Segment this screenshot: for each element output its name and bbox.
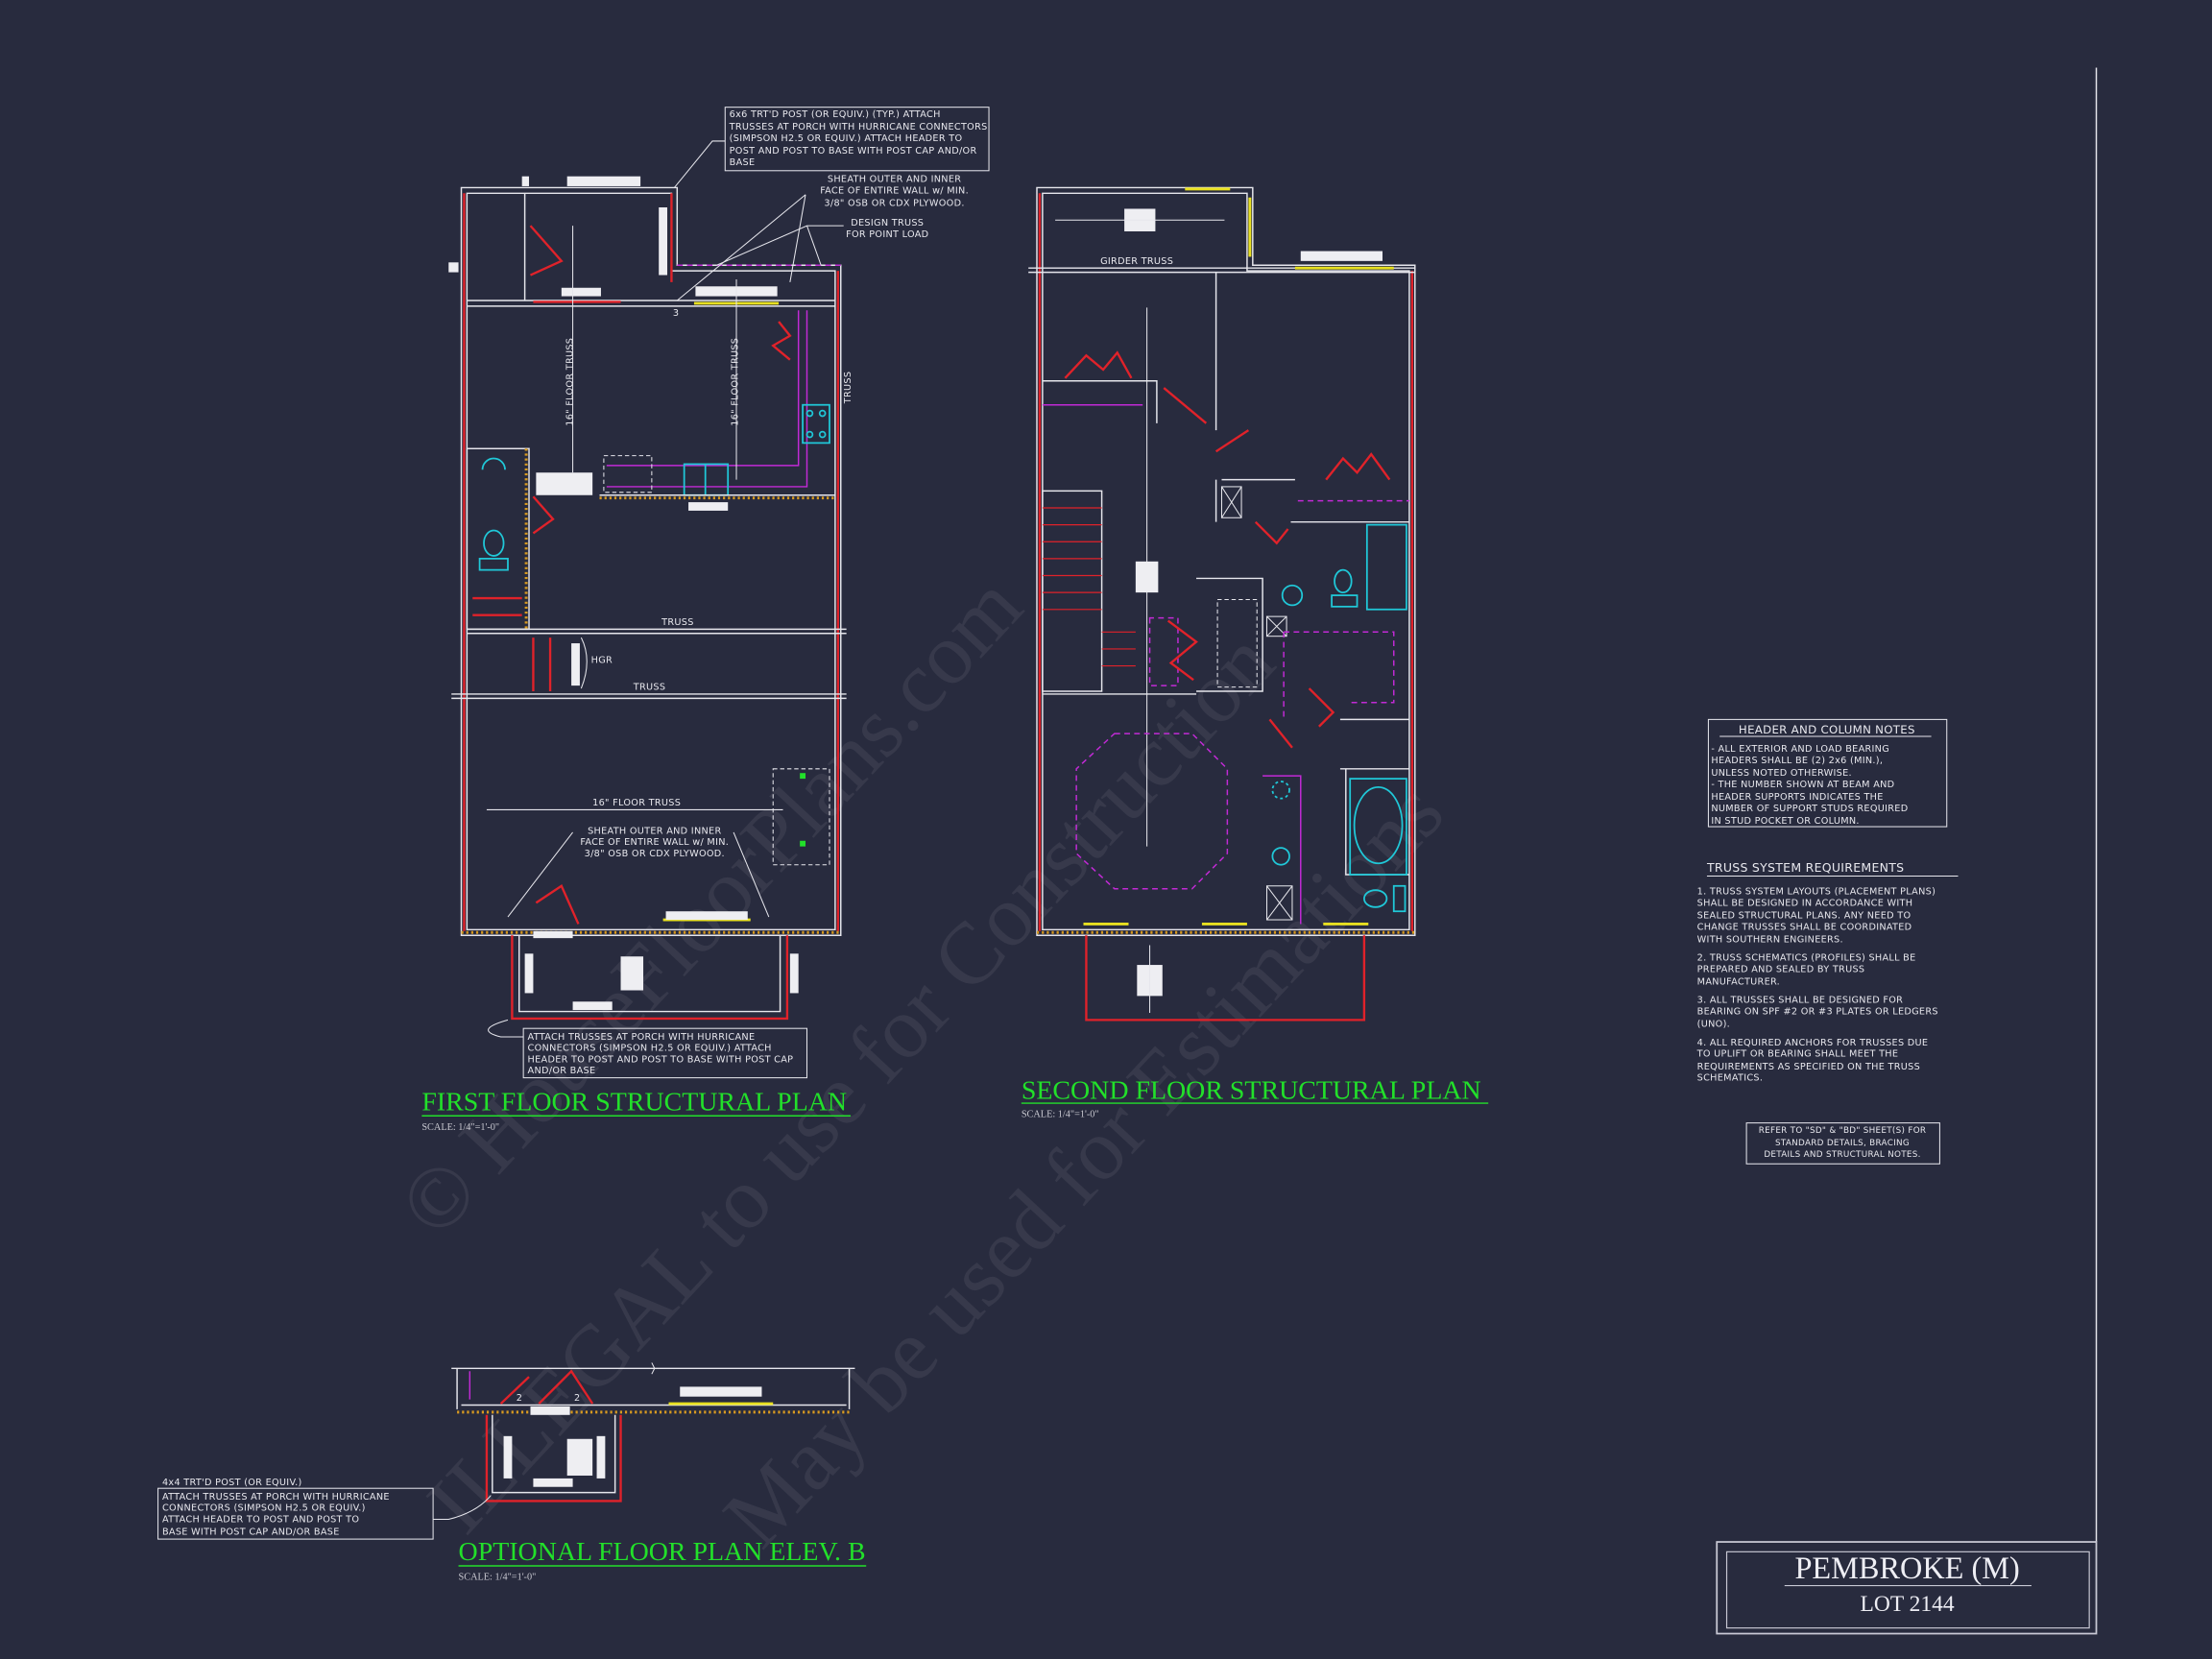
post-label: 4x4 TRT'D POST (OR EQUIV.) — [162, 1478, 302, 1488]
first-floor-scale: SCALE: 1/4"=1'-0" — [421, 1122, 499, 1133]
girder-truss-label: GIRDER TRUSS — [1100, 256, 1173, 267]
note-line: SHEATH OUTER AND INNER — [588, 826, 721, 836]
porch-note: ATTACH TRUSSES AT PORCH WITH HURRICANE C… — [528, 1032, 794, 1076]
note-line: CHANGE TRUSSES SHALL BE COORDINATED — [1697, 922, 1912, 932]
lot-number: LOT 2144 — [1861, 1592, 1955, 1617]
note-line: (UNO). — [1697, 1020, 1730, 1030]
stud-count: 2 — [574, 1393, 580, 1404]
optional-floor-plan — [433, 1362, 855, 1521]
note-line: CONNECTORS (SIMPSON H2.5 OR EQUIV.) ATTA… — [528, 1044, 772, 1054]
header-column-notes-title: HEADER AND COLUMN NOTES — [1739, 723, 1915, 736]
truss-requirements-title: TRUSS SYSTEM REQUIREMENTS — [1706, 860, 1904, 875]
note-line: CONNECTORS (SIMPSON H2.5 OR EQUIV.) — [162, 1503, 366, 1514]
note-line: HEADER TO POST AND POST TO BASE WITH POS… — [528, 1054, 794, 1065]
note-line: HEADER SUPPORTS INDICATES THE — [1711, 792, 1883, 803]
header-column-notes-box — [1707, 718, 1948, 828]
note-line: 6x6 TRT'D POST (OR EQUIV.) (TYP.) ATTACH — [730, 109, 941, 120]
stud-count: 3 — [673, 308, 679, 319]
note-line: 3. ALL TRUSSES SHALL BE DESIGNED FOR — [1697, 996, 1903, 1006]
note-line: REFER TO "SD" & "BD" SHEET(S) FOR — [1759, 1126, 1927, 1136]
note-line: AND/OR BASE — [528, 1066, 596, 1076]
note-line: SCHEMATICS. — [1697, 1073, 1764, 1084]
truss-label: TRUSS — [843, 372, 854, 405]
truss-requirements: 1. TRUSS SYSTEM LAYOUTS (PLACEMENT PLANS… — [1696, 887, 1938, 1084]
second-floor-scale: SCALE: 1/4"=1'-0" — [1022, 1110, 1099, 1120]
refer-note: REFER TO "SD" & "BD" SHEET(S) FOR STANDA… — [1759, 1126, 1927, 1160]
first-floor-heading: FIRST FLOOR STRUCTURAL PLAN — [421, 1087, 847, 1117]
note-line: 2. TRUSS SCHEMATICS (PROFILES) SHALL BE — [1697, 953, 1916, 964]
truss-label: TRUSS — [633, 683, 666, 693]
title-block: PEMBROKE (M) LOT 2144 — [1716, 1541, 2098, 1635]
plan-name: PEMBROKE (M) — [1794, 1551, 2019, 1585]
optional-porch-note-box — [157, 1487, 434, 1540]
sheath-note-bottom: SHEATH OUTER AND INNER FACE OF ENTIRE WA… — [580, 826, 729, 859]
note-line: DETAILS AND STRUCTURAL NOTES. — [1764, 1150, 1920, 1160]
note-line: PREPARED AND SEALED BY TRUSS — [1697, 964, 1865, 974]
note-line: WITH SOUTHERN ENGINEERS. — [1697, 935, 1843, 946]
note-line: BASE WITH POST CAP AND/OR BASE — [162, 1527, 340, 1538]
note-line: FACE OF ENTIRE WALL w/ MIN. — [580, 837, 729, 848]
post-note-box — [724, 107, 990, 172]
note-line: 3/8" OSB OR CDX PLYWOOD. — [824, 199, 964, 209]
note-line: NUMBER OF SUPPORT STUDS REQUIRED — [1711, 804, 1908, 814]
hanger-label: HGR — [591, 656, 613, 666]
note-line: ATTACH HEADER TO POST AND POST TO — [162, 1514, 359, 1525]
floor-truss-label: 16" FLOOR TRUSS — [592, 798, 681, 808]
first-floor-plan — [448, 140, 847, 1038]
note-line: SEALED STRUCTURAL PLANS. ANY NEED TO — [1697, 911, 1911, 922]
note-line: BEARING ON SPF #2 OR #3 PLATES OR LEDGER… — [1697, 1006, 1938, 1017]
optional-porch-note: ATTACH TRUSSES AT PORCH WITH HURRICANE C… — [162, 1492, 390, 1538]
note-line: HEADERS SHALL BE (2) 2x6 (MIN.), — [1711, 756, 1883, 766]
note-line: SHALL BE DESIGNED IN ACCORDANCE WITH — [1697, 898, 1913, 908]
note-line: - THE NUMBER SHOWN AT BEAM AND — [1711, 780, 1894, 790]
note-line: SHEATH OUTER AND INNER — [828, 175, 961, 185]
note-line: MANUFACTURER. — [1697, 977, 1780, 988]
note-line: STANDARD DETAILS, BRACING — [1775, 1139, 1910, 1148]
note-line: - ALL EXTERIOR AND LOAD BEARING — [1711, 744, 1889, 755]
sheath-note-top: SHEATH OUTER AND INNER FACE OF ENTIRE WA… — [820, 175, 969, 209]
post-note: 6x6 TRT'D POST (OR EQUIV.) (TYP.) ATTACH… — [729, 109, 988, 168]
note-line: FACE OF ENTIRE WALL w/ MIN. — [820, 185, 969, 196]
note-line: UNLESS NOTED OTHERWISE. — [1711, 768, 1852, 779]
floor-truss-label: 16" FLOOR TRUSS — [730, 338, 740, 426]
note-line: ATTACH TRUSSES AT PORCH WITH HURRICANE — [528, 1032, 756, 1043]
note-line: FOR POINT LOAD — [846, 229, 928, 240]
note-line: POST AND POST TO BASE WITH POST CAP AND/… — [730, 146, 977, 156]
floor-truss-label: 16" FLOOR TRUSS — [565, 338, 576, 426]
optional-plan-scale: SCALE: 1/4"=1'-0" — [459, 1573, 537, 1583]
note-line: (SIMPSON H2.5 OR EQUIV.) ATTACH HEADER T… — [730, 133, 963, 144]
optional-plan-heading: OPTIONAL FLOOR PLAN ELEV. B — [459, 1537, 866, 1567]
refer-note-box — [1745, 1122, 1940, 1165]
note-line: ATTACH TRUSSES AT PORCH WITH HURRICANE — [162, 1492, 390, 1503]
design-truss-note: DESIGN TRUSS FOR POINT LOAD — [846, 218, 928, 240]
second-floor-heading: SECOND FLOOR STRUCTURAL PLAN — [1022, 1076, 1481, 1106]
note-line: TO UPLIFT OR BEARING SHALL MEET THE — [1696, 1049, 1899, 1060]
note-line: TRUSSES AT PORCH WITH HURRICANE CONNECTO… — [729, 122, 988, 132]
note-line: BASE — [730, 157, 756, 168]
porch-note-box — [522, 1027, 808, 1079]
stud-count: 2 — [517, 1393, 522, 1404]
note-line: 1. TRUSS SYSTEM LAYOUTS (PLACEMENT PLANS… — [1697, 887, 1936, 898]
second-floor-plan — [1028, 186, 1416, 1022]
truss-label: TRUSS — [661, 617, 694, 628]
note-line: 4. ALL REQUIRED ANCHORS FOR TRUSSES DUE — [1697, 1038, 1929, 1048]
header-column-notes: - ALL EXTERIOR AND LOAD BEARING HEADERS … — [1711, 744, 1908, 827]
note-line: 3/8" OSB OR CDX PLYWOOD. — [585, 849, 725, 859]
note-line: IN STUD POCKET OR COLUMN. — [1711, 816, 1859, 827]
note-line: REQUIREMENTS AS SPECIFIED ON THE TRUSS — [1697, 1062, 1920, 1072]
note-line: DESIGN TRUSS — [851, 218, 924, 228]
